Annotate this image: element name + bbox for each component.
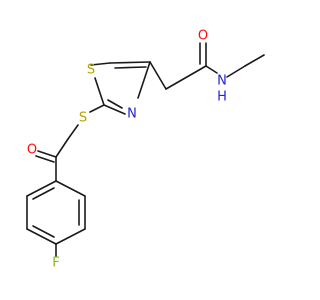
bond-c4-n3 — [137, 61, 151, 99]
bond-s1-c5 — [90, 62, 111, 66]
bond-ring-1 — [55, 180, 86, 197]
bond-ch2-carbonyl — [165, 65, 207, 90]
bond-c4-ch2 — [149, 61, 167, 90]
bond-c2-s1 — [94, 77, 105, 106]
ketone-oxygen-label: O — [27, 143, 37, 158]
amide-hydrogen-label: H — [217, 90, 227, 105]
bond-ch2-ketone-c — [55, 138, 69, 158]
molecule-structure-diagram: O N H S N S O F — [26, 28, 265, 271]
amide-nitrogen-label: N — [217, 74, 227, 89]
ring-nitrogen-label: N — [127, 107, 137, 122]
bond-ethyl-ch2-ch3 — [244, 54, 265, 67]
fluorine-label: F — [52, 256, 59, 271]
bond-ketone-c-o-double — [35, 155, 55, 163]
bond-n-ethyl-ch2 — [226, 65, 246, 78]
bond-ring-inner-3 — [32, 187, 55, 200]
bond-ketone-c-o — [37, 150, 57, 158]
bond-c2-s-thioether — [89, 104, 105, 113]
bond-ring-3 — [55, 228, 86, 245]
bond-n3-c2-inner — [107, 99, 123, 109]
bond-s-thioether-ch2 — [67, 124, 79, 140]
bonds — [26, 42, 265, 257]
bond-ring-6 — [26, 180, 57, 197]
atom-labels: O N H S N S O F — [27, 29, 227, 271]
bond-n3-c2 — [103, 104, 126, 115]
bond-ring-inner-2 — [32, 225, 55, 238]
bond-c5-c4 — [109, 61, 151, 64]
ring-sulfur-label: S — [87, 63, 95, 78]
bond-ring-4 — [26, 228, 57, 245]
bond-carbonyl-n — [205, 65, 218, 74]
bond-c5-c4-inner — [114, 66, 147, 69]
amide-oxygen-label: O — [198, 29, 208, 44]
thioether-sulfur-label: S — [79, 111, 87, 126]
